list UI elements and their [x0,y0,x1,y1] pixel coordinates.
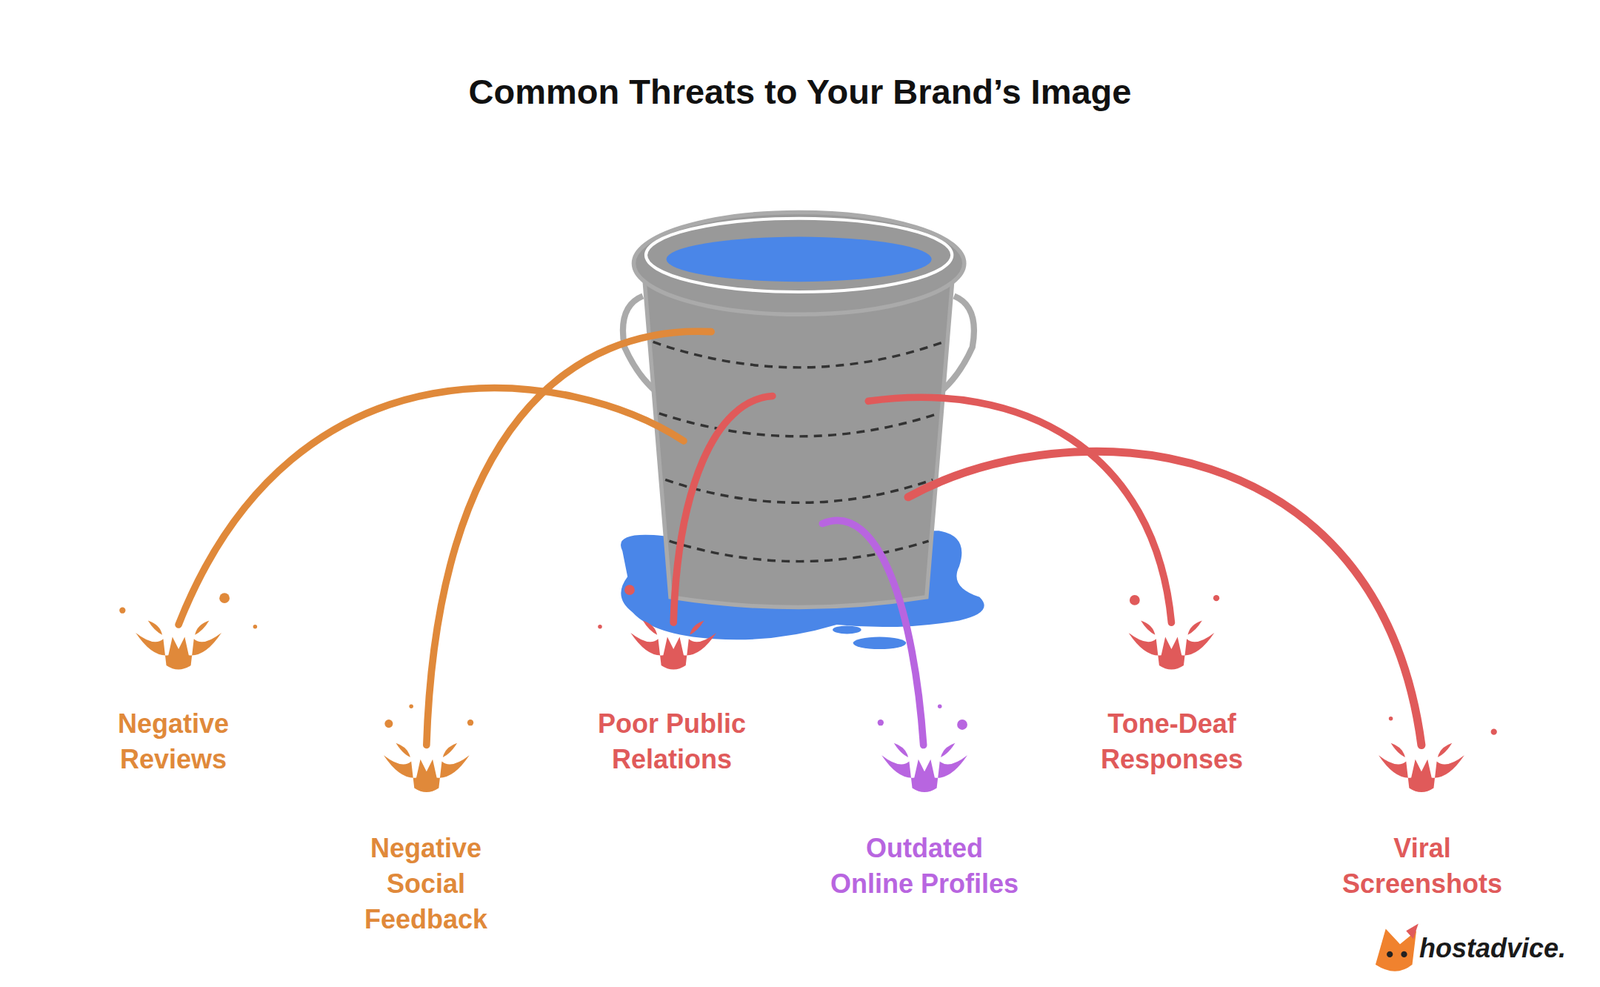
splash [1128,594,1220,670]
leak-stream [868,397,1172,623]
leak-stream [673,395,773,623]
splash [383,703,474,792]
diagram-title: Common Threats to Your Brand’s Image [0,71,1600,113]
threat-label: Viral Screenshots [1329,830,1515,902]
splash [1378,716,1498,792]
watermark: hostadvice. [1419,931,1566,965]
splash [597,584,717,669]
threat-label: Poor Public Relations [582,705,761,778]
threat-label: Negative Social Feedback [355,830,497,938]
leak-stream [178,388,684,625]
water-surface [666,237,932,283]
logo-icon [1375,923,1419,972]
splash [877,703,968,792]
leak-stream [908,451,1422,745]
leak-stream [426,331,712,745]
splash [119,592,258,669]
threat-label: Tone-Deaf Responses [1082,705,1261,778]
leak-stream [822,520,923,745]
threat-label: Negative Reviews [102,705,244,778]
threat-label: Outdated Online Profiles [822,830,1027,902]
